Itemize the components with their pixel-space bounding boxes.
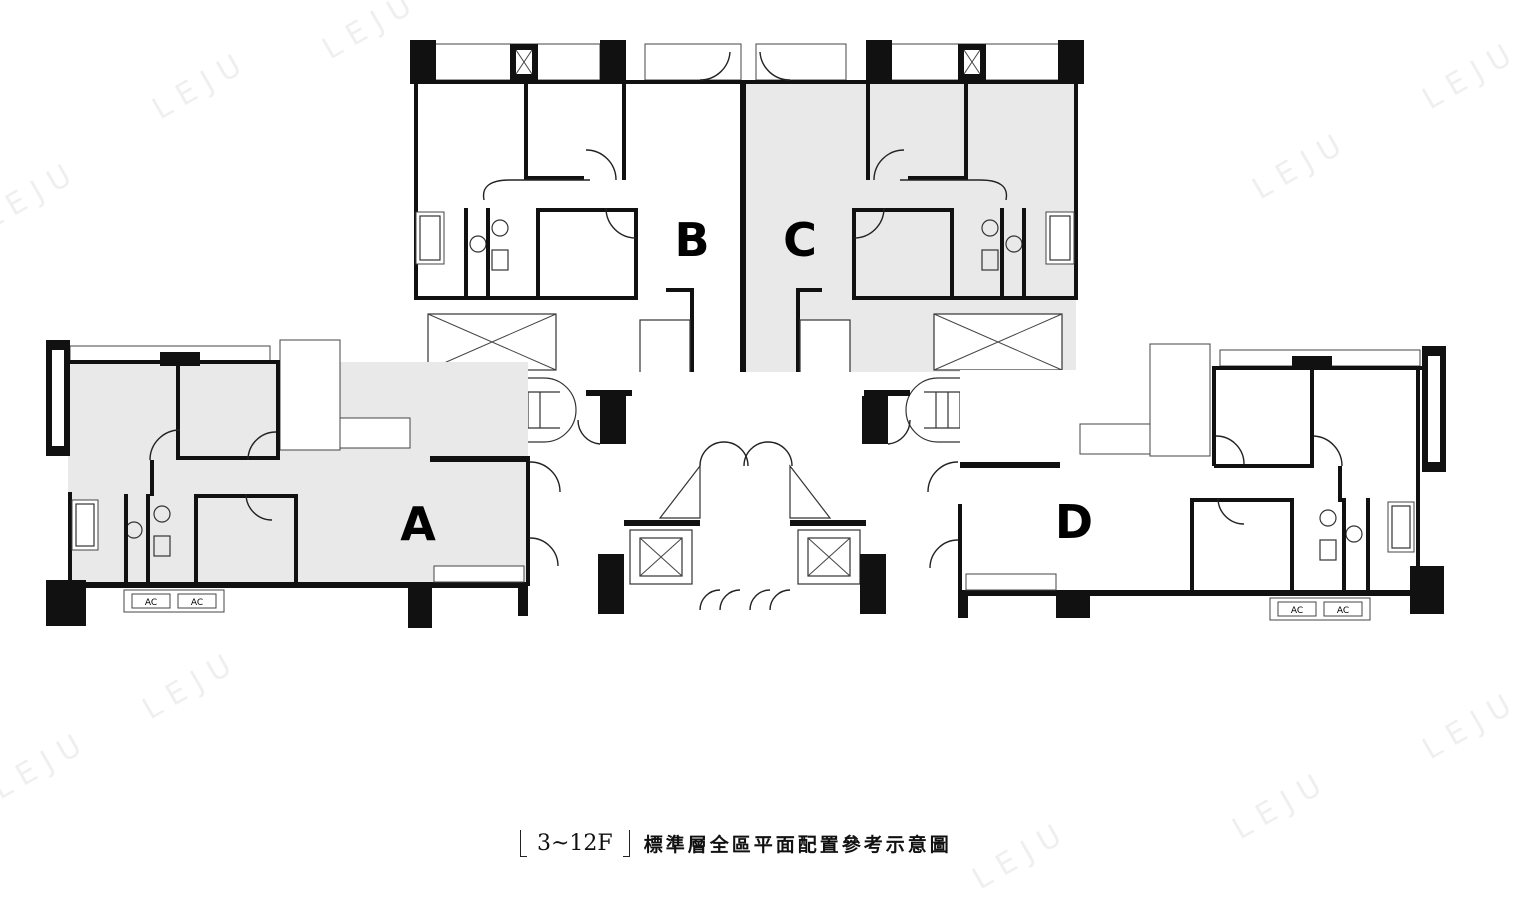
unit-c-plan — [746, 40, 1084, 391]
watermark: LEJU — [137, 643, 247, 727]
plan-caption: 3~12F 標準層全區平面配置參考示意圖 — [520, 826, 952, 860]
watermark: LEJU — [1227, 763, 1337, 847]
watermark: LEJU — [147, 43, 257, 127]
watermark: LEJU — [1417, 33, 1516, 117]
caption-bracket-left — [520, 829, 527, 857]
watermark: LEJU — [1247, 123, 1357, 207]
plan-title: 標準層全區平面配置參考示意圖 — [643, 833, 952, 856]
ac-label: AC — [1337, 606, 1349, 616]
ac-label: AC — [191, 598, 203, 608]
unit-label-b: B — [674, 213, 709, 267]
watermark: LEJU — [0, 723, 96, 807]
watermark: LEJU — [317, 0, 427, 67]
unit-label-c: C — [783, 213, 817, 267]
watermark: LEJU — [1417, 683, 1516, 767]
floor-range: 3~12F — [537, 830, 613, 856]
unit-label-d: D — [1055, 495, 1093, 549]
ac-label: AC — [1291, 606, 1303, 616]
ac-label: AC — [145, 598, 157, 608]
caption-bracket-right — [622, 829, 630, 857]
unit-b-plan — [410, 40, 746, 392]
watermark: LEJU — [0, 153, 86, 237]
unit-label-a: A — [400, 497, 436, 551]
unit-a-plan: AC AC — [46, 339, 561, 628]
watermark: LEJU — [967, 813, 1077, 897]
unit-d-plan: AC AC — [927, 343, 1446, 621]
